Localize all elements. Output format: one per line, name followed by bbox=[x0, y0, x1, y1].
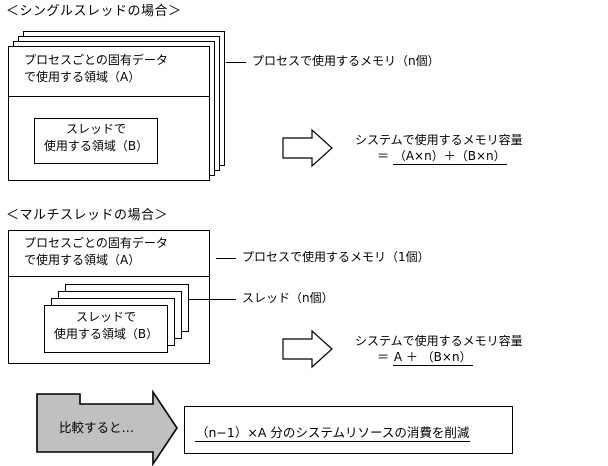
result-equals-multi: ＝ bbox=[377, 350, 390, 364]
callout-process-memory-multi: プロセスで使用するメモリ（1個） bbox=[242, 250, 430, 264]
comparison-arrow-label: 比較すると… bbox=[59, 420, 135, 435]
region-a-label-multi-line2: で使用する領域（A） bbox=[24, 253, 141, 267]
region-a-label-single-line1: プロセスごとの固有データ bbox=[24, 53, 168, 67]
comparison-result-underlined: （n−1）×A 分のシステムリソースの消費を削減 bbox=[195, 422, 471, 442]
result-block-multi: システムで使用するメモリ容量 ＝ A ＋ （B×n） bbox=[355, 333, 523, 366]
region-a-label-multi-line1: プロセスごとの固有データ bbox=[24, 236, 168, 250]
process-box-single-divider bbox=[8, 96, 210, 97]
leader-line-thread-multi bbox=[189, 299, 236, 300]
result-expression-single: （A×n）＋（B×n） bbox=[392, 149, 507, 165]
leader-line-process-multi bbox=[216, 258, 236, 259]
thread-box-single-line2: 使用する領域（B） bbox=[43, 139, 149, 153]
region-a-label-single-line2: で使用する領域（A） bbox=[24, 70, 141, 84]
result-caption-multi: システムで使用するメモリ容量 bbox=[355, 334, 523, 348]
comparison-result-box bbox=[184, 406, 513, 454]
thread-box-single bbox=[34, 118, 158, 164]
result-caption-single: システムで使用するメモリ容量 bbox=[355, 133, 523, 147]
result-formula-single: ＝ （A×n）＋（B×n） bbox=[355, 148, 523, 165]
thread-box-multi-line1: スレッドで bbox=[75, 310, 136, 324]
block-arrow-single bbox=[282, 128, 334, 168]
section-title-single-thread: ＜シングルスレッドの場合＞ bbox=[6, 4, 182, 19]
thread-box-single-line1: スレッドで bbox=[65, 122, 126, 136]
callout-process-memory-single: プロセスで使用するメモリ（n個） bbox=[252, 54, 440, 68]
result-equals-single: ＝ bbox=[377, 149, 390, 163]
comparison-result-text: （n−1）×A 分のシステムリソースの消費を削減 bbox=[195, 422, 471, 442]
thread-box-multi bbox=[44, 305, 168, 353]
thread-box-multi-line2: 使用する領域（B） bbox=[53, 327, 159, 341]
result-block-single: システムで使用するメモリ容量 ＝ （A×n）＋（B×n） bbox=[355, 132, 523, 165]
leader-line-process-single bbox=[226, 62, 246, 63]
result-formula-multi: ＝ A ＋ （B×n） bbox=[355, 349, 523, 366]
comparison-arrow bbox=[34, 389, 179, 466]
section-title-multi-thread: ＜マルチスレッドの場合＞ bbox=[6, 208, 169, 223]
result-expression-multi: A ＋ （B×n） bbox=[392, 350, 473, 366]
callout-thread-count-multi: スレッド（n個） bbox=[242, 291, 334, 305]
process-box-multi-divider bbox=[8, 276, 210, 277]
block-arrow-multi bbox=[282, 329, 334, 369]
